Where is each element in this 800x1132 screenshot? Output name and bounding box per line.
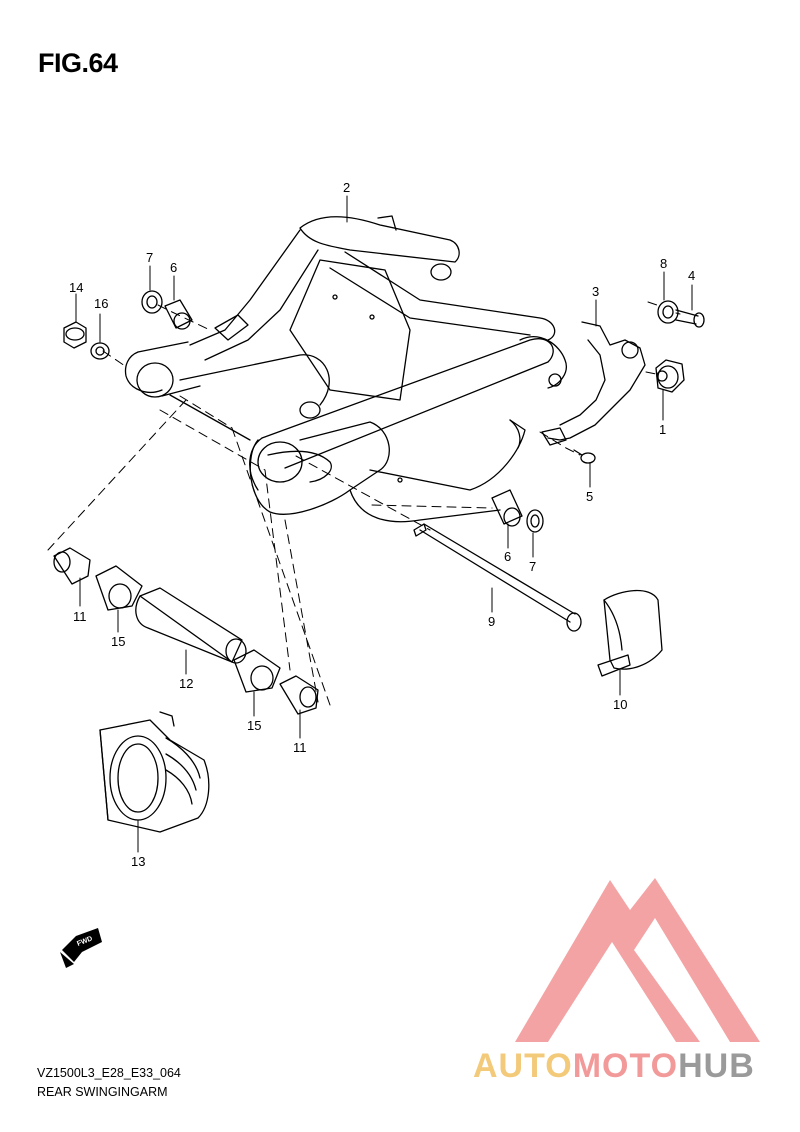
callout-11-right: 11 (293, 740, 307, 755)
callout-14: 14 (69, 280, 83, 295)
screw-part (573, 449, 596, 464)
callout-5: 5 (586, 489, 593, 504)
swingarm-frame (124, 215, 567, 523)
callout-10: 10 (613, 697, 627, 712)
callout-7-top: 7 (146, 250, 153, 265)
callout-1: 1 (659, 422, 666, 437)
spacer-part (657, 300, 679, 324)
rubber-boot (99, 711, 210, 833)
watermark-brand: AUTOMOTOHUB (473, 1047, 755, 1086)
watermark-logo-icon (515, 878, 760, 1042)
figure-code: VZ1500L3_E28_E33_064 (37, 1066, 181, 1080)
callout-2: 2 (343, 180, 350, 195)
callout-12: 12 (179, 676, 193, 691)
callout-7-right: 7 (529, 559, 536, 574)
callout-15-right: 15 (247, 718, 261, 733)
callout-numbers: 2 7 6 14 16 3 8 4 1 5 6 7 9 10 11 15 12 … (69, 180, 695, 869)
brand-part-auto: AUTO (473, 1047, 573, 1085)
callout-4: 4 (688, 268, 695, 283)
cap-part (63, 321, 87, 349)
nut-part (655, 359, 685, 393)
callout-9: 9 (488, 614, 495, 629)
figure-caption: REAR SWINGINGARM (37, 1085, 168, 1099)
fwd-arrow-icon (60, 928, 102, 968)
brand-part-moto: MOTO (572, 1047, 679, 1085)
figure-title: FIG.64 (38, 48, 118, 78)
callout-6-right: 6 (504, 549, 511, 564)
washer-16 (90, 342, 110, 360)
callout-11-left: 11 (73, 609, 87, 624)
callout-3: 3 (592, 284, 599, 299)
bushing-right (491, 489, 523, 527)
washer-right (526, 509, 544, 533)
bolt-part (675, 309, 705, 328)
callout-6-top: 6 (170, 260, 177, 275)
bearing-stack (53, 547, 319, 715)
bracket-part (541, 321, 646, 446)
alignment-lines (47, 301, 681, 706)
axle-shaft (413, 523, 582, 632)
shield-cover (597, 589, 663, 677)
callout-16: 16 (94, 296, 108, 311)
washer-top (141, 290, 163, 314)
callout-15-left: 15 (111, 634, 125, 649)
callout-13: 13 (131, 854, 145, 869)
leader-lines (75, 195, 693, 853)
callout-8: 8 (660, 256, 667, 271)
bushing-top (164, 299, 193, 330)
brand-part-hub: HUB (678, 1047, 755, 1085)
